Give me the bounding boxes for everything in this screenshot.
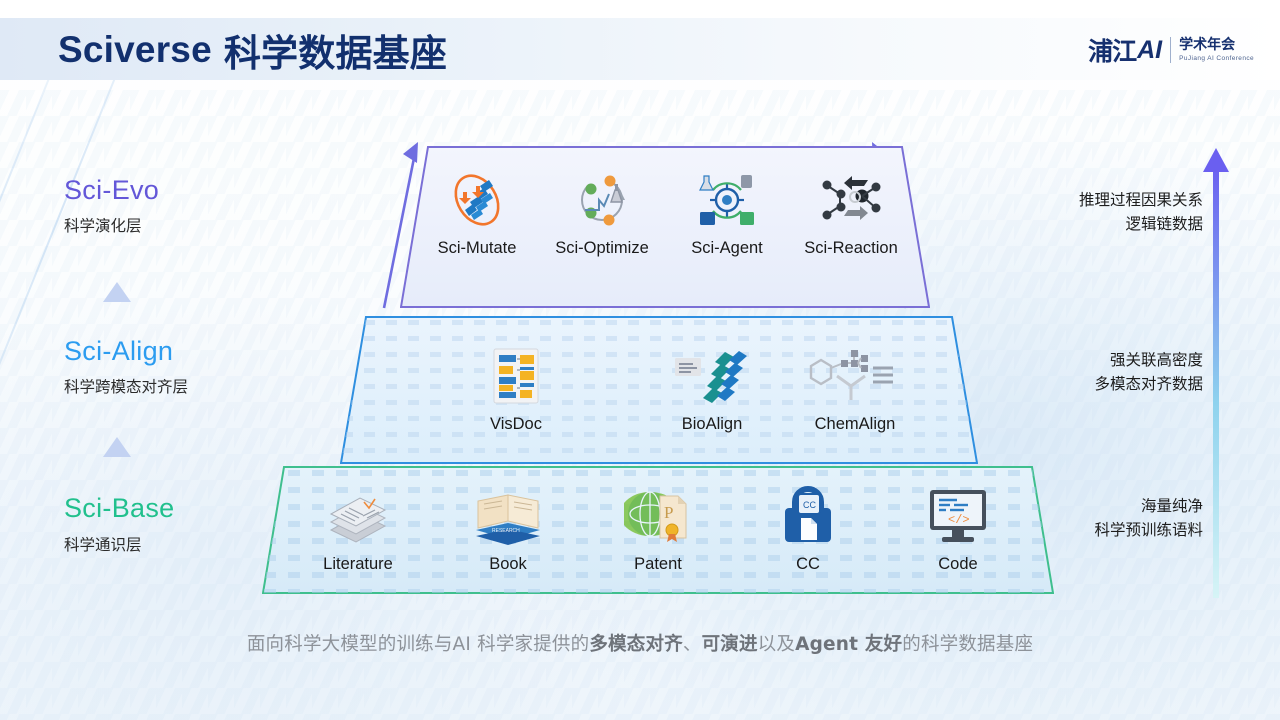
- item-label: Patent: [634, 555, 682, 573]
- item-label: BioAlign: [681, 415, 743, 433]
- annotation-sci-evo: 推理过程因果关系 逻辑链数据: [1013, 188, 1203, 236]
- item-label: Code: [938, 555, 978, 573]
- item-book[interactable]: RESEARCH Book: [433, 484, 583, 574]
- annotation-sci-base-line1: 海量纯净: [1140, 497, 1203, 515]
- item-sci-agent[interactable]: Sci-Agent: [666, 168, 788, 258]
- layer-sci-evo[interactable]: Sci-Mutate Sci-Optimize: [400, 146, 930, 308]
- page-title-cn: 科学数据基座: [223, 32, 448, 75]
- item-sci-mutate[interactable]: Sci-Mutate: [416, 168, 538, 258]
- layer-name-sci-base: Sci-Base: [64, 493, 175, 523]
- layer-sci-evo-items: Sci-Mutate Sci-Optimize: [400, 168, 930, 258]
- svg-text:RESEARCH: RESEARCH: [492, 528, 520, 534]
- optimization-cycle-icon: [571, 168, 633, 230]
- svg-text:CC: CC: [803, 500, 816, 510]
- chemical-graph-icon: [807, 344, 903, 406]
- layer-sci-align-items: VisDoc: [340, 344, 978, 434]
- layer-subtitle-sci-align: 科学跨模态对齐层: [64, 378, 189, 396]
- up-right-arrow: [382, 142, 418, 309]
- layer-subtitle-sci-base: 科学通识层: [64, 536, 142, 554]
- svg-text:P: P: [664, 503, 673, 522]
- annotation-sci-base: 海量纯净 科学预训练语料: [1013, 494, 1203, 542]
- item-literature[interactable]: Literature: [283, 484, 433, 574]
- layer-subtitle-sci-evo: 科学演化层: [64, 217, 142, 235]
- protein-helix-icon: [673, 344, 751, 406]
- caption-part-3: 以及: [757, 634, 796, 655]
- item-code[interactable]: </> Code: [883, 484, 1033, 574]
- conference-logo: 浦江 AI 学术年会 PuJiang AI Conference: [1088, 30, 1254, 70]
- logo-divider: [1170, 37, 1172, 63]
- item-label: Sci-Agent: [691, 239, 763, 257]
- layer-sci-base-items: Literature RESEARCH Book: [262, 484, 1054, 574]
- logo-subtitle-cn: 学术年会: [1179, 36, 1236, 53]
- svg-text:</>: </>: [948, 513, 970, 527]
- logo-text-ai: AI: [1137, 35, 1163, 64]
- molecule-reaction-icon: [818, 168, 884, 230]
- page-title: Sciverse 科学数据基座: [58, 24, 818, 76]
- papers-stack-icon: [323, 484, 393, 546]
- open-book-icon: RESEARCH: [472, 484, 544, 546]
- caption-part-1: 面向科学大模型的训练与AI 科学家提供的: [246, 634, 590, 655]
- annotation-sci-evo-line1: 推理过程因果关系: [1078, 191, 1203, 209]
- item-label: ChemAlign: [814, 415, 896, 433]
- patent-globe-icon: P: [624, 484, 692, 546]
- upward-arrow: [1203, 148, 1229, 598]
- item-bioalign[interactable]: BioAlign: [614, 344, 810, 434]
- item-label: VisDoc: [490, 415, 542, 433]
- item-patent[interactable]: P Patent: [583, 484, 733, 574]
- annotation-sci-base-line2: 科学预训练语料: [1094, 521, 1203, 539]
- item-label: Sci-Mutate: [437, 239, 517, 257]
- annotation-sci-evo-line2: 逻辑链数据: [1125, 215, 1203, 233]
- item-label: Book: [489, 555, 527, 573]
- caption-bold-2: 可演进: [701, 634, 758, 655]
- annotation-sci-align-line2: 多模态对齐数据: [1094, 375, 1203, 393]
- logo-subtitle-en: PuJiang AI Conference: [1179, 54, 1254, 62]
- caption-part-4: 的科学数据基座: [902, 634, 1034, 655]
- agent-gear-network-icon: [696, 168, 758, 230]
- header-band: [0, 18, 1280, 80]
- annotation-sci-align-line1: 强关联高密度: [1109, 351, 1203, 369]
- caption-bold-3: Agent 友好: [795, 634, 903, 655]
- item-label: Sci-Optimize: [555, 239, 649, 257]
- item-cc[interactable]: CC CC: [733, 484, 883, 574]
- layer-sci-evo-shape: [400, 146, 930, 308]
- up-chevron-icon-upper: [103, 282, 131, 302]
- caption-part-2: 、: [682, 634, 702, 655]
- item-chemalign[interactable]: ChemAlign: [807, 344, 903, 434]
- layer-sci-base[interactable]: Literature RESEARCH Book: [262, 466, 1054, 594]
- logo-text-cn: 浦江: [1088, 37, 1137, 66]
- layer-name-sci-evo: Sci-Evo: [64, 175, 160, 205]
- footer-caption: 面向科学大模型的训练与AI 科学家提供的多模态对齐、可演进以及Agent 友好的…: [0, 630, 1280, 656]
- item-label: CC: [796, 555, 820, 573]
- item-label: Literature: [323, 555, 393, 573]
- dna-mutation-icon: [445, 168, 509, 230]
- layer-sci-align[interactable]: VisDoc: [340, 316, 978, 464]
- item-label: Sci-Reaction: [804, 239, 898, 257]
- document-chart-icon: [487, 344, 545, 406]
- page-title-en: Sciverse: [58, 29, 212, 70]
- creative-commons-lock-icon: CC: [777, 484, 839, 546]
- logo-subtitle-group: 学术年会 PuJiang AI Conference: [1179, 36, 1254, 63]
- item-sci-reaction[interactable]: Sci-Reaction: [788, 168, 914, 258]
- layer-name-sci-align: Sci-Align: [64, 336, 174, 366]
- up-chevron-icon-lower: [103, 437, 131, 457]
- annotation-sci-align: 强关联高密度 多模态对齐数据: [1013, 348, 1203, 396]
- item-visdoc[interactable]: VisDoc: [418, 344, 614, 434]
- caption-bold-1: 多模态对齐: [589, 634, 683, 655]
- item-sci-optimize[interactable]: Sci-Optimize: [538, 168, 666, 258]
- code-monitor-icon: </>: [926, 484, 990, 546]
